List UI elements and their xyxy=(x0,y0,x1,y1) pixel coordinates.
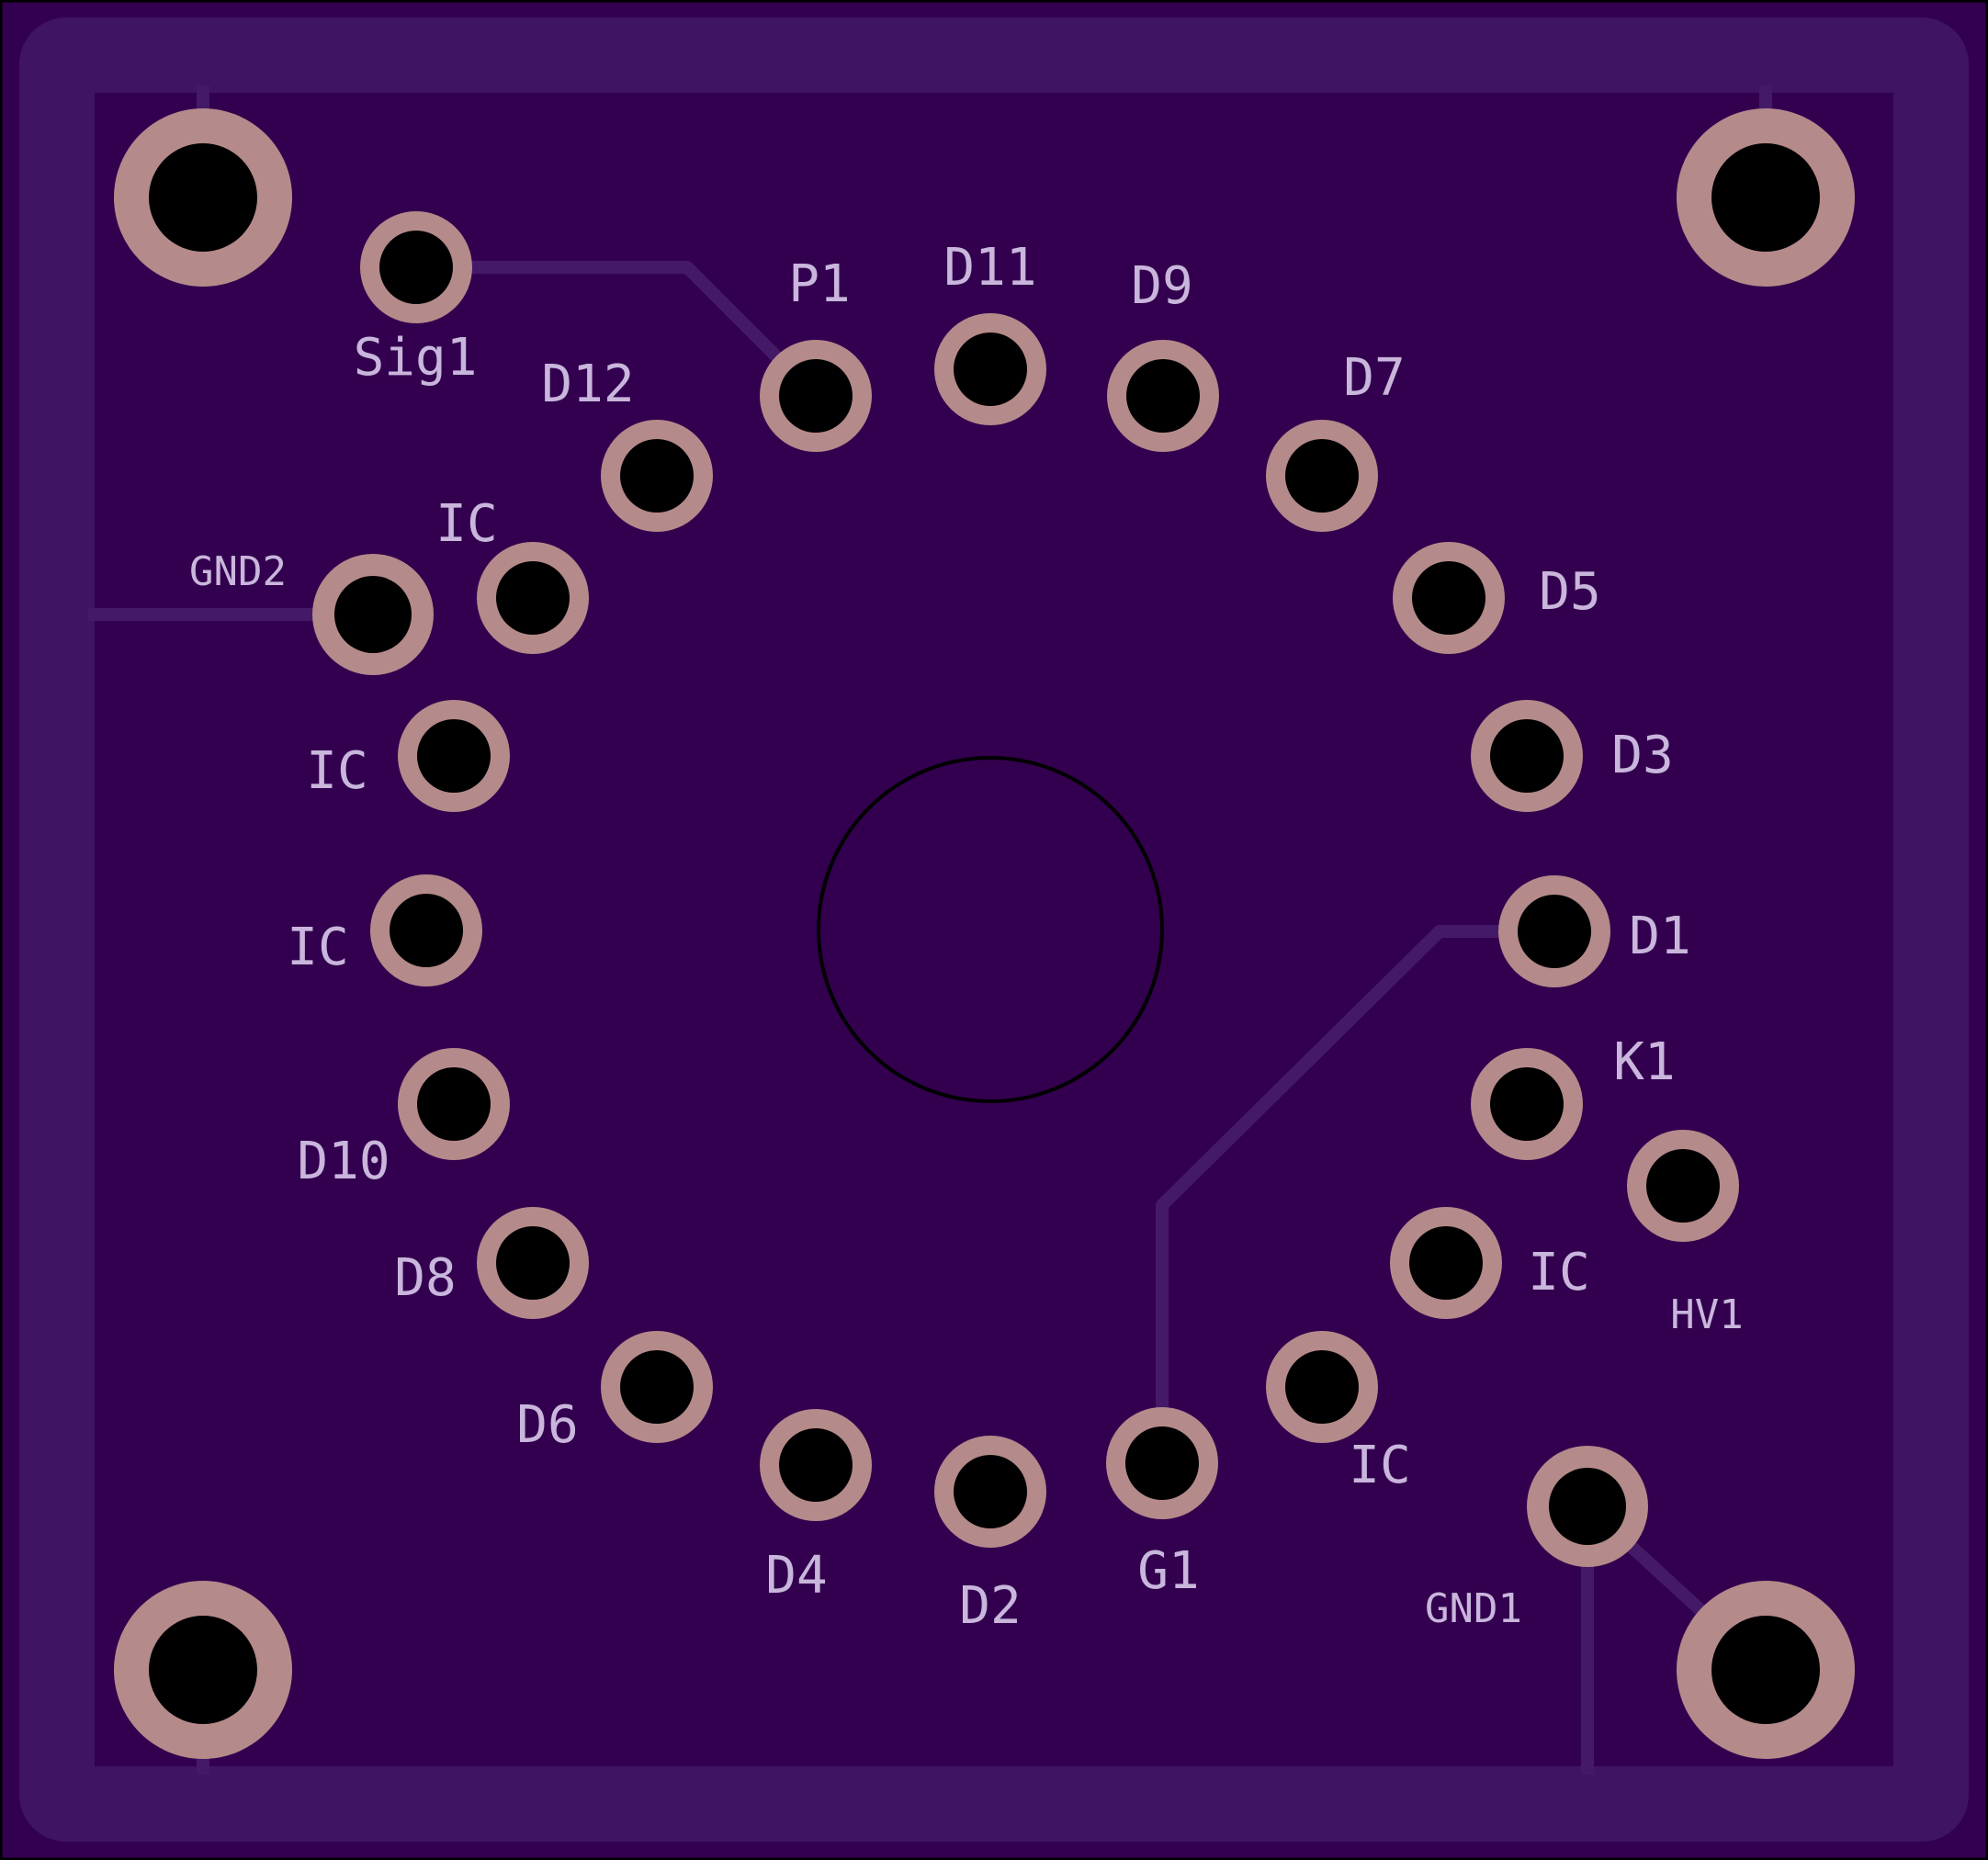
mounting-hole-bottom-right xyxy=(1677,1581,1855,1759)
pad-ic-1 xyxy=(477,542,589,654)
label-d8: D8 xyxy=(394,1248,456,1308)
label-d12: D12 xyxy=(541,355,634,414)
pads xyxy=(312,211,1739,1567)
label-ic-5: IC xyxy=(1349,1436,1410,1495)
pad-k1 xyxy=(1471,1048,1583,1160)
pad-drill xyxy=(620,1350,694,1424)
pad-drill xyxy=(1285,1350,1359,1424)
pad-drill xyxy=(390,894,463,967)
pad-ic-3 xyxy=(370,874,482,986)
label-d7: D7 xyxy=(1343,348,1405,408)
label-ic-3: IC xyxy=(287,918,348,977)
pad-d12 xyxy=(601,420,713,532)
pad-drill xyxy=(779,1428,853,1502)
label-d10: D10 xyxy=(297,1132,390,1191)
pad-gnd1 xyxy=(1527,1446,1648,1567)
label-d3: D3 xyxy=(1611,726,1673,785)
pad-drill xyxy=(1412,561,1485,635)
pad-drill xyxy=(954,333,1027,406)
pad-d7 xyxy=(1266,420,1378,532)
pad-d6 xyxy=(601,1331,713,1443)
mounting-hole-bottom-left xyxy=(114,1581,292,1759)
mounting-hole-top-left xyxy=(114,108,292,287)
pad-drill xyxy=(1125,1426,1199,1500)
center-cutout xyxy=(817,756,1164,1103)
label-hv1: HV1 xyxy=(1670,1291,1743,1338)
trace-sig1-p1 xyxy=(410,261,825,405)
pad-drill xyxy=(1409,1226,1483,1300)
label-d1: D1 xyxy=(1629,907,1690,966)
label-k1: K1 xyxy=(1613,1032,1675,1092)
label-ic-4: IC xyxy=(1528,1243,1589,1302)
pad-d5 xyxy=(1393,542,1505,654)
pad-drill xyxy=(1126,359,1200,433)
pad-drill xyxy=(620,439,694,513)
pad-drill xyxy=(417,719,491,793)
pad-d2 xyxy=(934,1436,1046,1548)
pad-d4 xyxy=(760,1409,872,1521)
label-g1: G1 xyxy=(1137,1541,1199,1601)
pad-drill xyxy=(1490,719,1564,793)
label-d2: D2 xyxy=(959,1576,1021,1636)
pad-d3 xyxy=(1471,700,1583,812)
trace-d1-g1 xyxy=(1156,925,1561,1470)
pad-drill xyxy=(1490,1067,1564,1141)
pad-d10 xyxy=(398,1048,510,1160)
pad-drill xyxy=(779,359,853,433)
pad-d8 xyxy=(477,1207,589,1319)
label-gnd1: GND1 xyxy=(1425,1585,1522,1632)
pad-g1 xyxy=(1106,1407,1218,1519)
label-d5: D5 xyxy=(1539,562,1600,622)
label-d11: D11 xyxy=(943,238,1036,298)
pad-d1 xyxy=(1498,875,1610,987)
label-d4: D4 xyxy=(765,1546,827,1606)
silkscreen-labels: Sig1 P1 D11 D9 D7 D12 IC GND2 D5 IC D3 I… xyxy=(189,238,1744,1636)
pad-drill xyxy=(334,576,412,653)
label-p1: P1 xyxy=(788,254,850,314)
pad-p1 xyxy=(760,340,872,452)
pad-drill xyxy=(954,1455,1027,1528)
pad-ic-5 xyxy=(1266,1331,1378,1443)
label-d9: D9 xyxy=(1131,256,1192,316)
pad-d11 xyxy=(934,313,1046,425)
label-gnd2: GND2 xyxy=(189,548,287,595)
pad-drill xyxy=(496,561,570,635)
pad-gnd2 xyxy=(312,554,434,675)
pad-drill xyxy=(1549,1468,1626,1545)
pad-ic-4 xyxy=(1390,1207,1502,1319)
label-ic-1: IC xyxy=(435,494,497,554)
mounting-hole-top-right xyxy=(1677,108,1855,287)
pad-d9 xyxy=(1107,340,1219,452)
pad-hv1 xyxy=(1627,1130,1739,1242)
pad-sig1 xyxy=(360,211,472,323)
pad-ic-2 xyxy=(398,700,510,812)
pad-drill xyxy=(1518,895,1591,968)
pad-drill xyxy=(379,231,453,304)
label-sig1: Sig1 xyxy=(354,328,478,388)
pad-drill xyxy=(1646,1149,1720,1223)
ground-pour-border xyxy=(19,17,1969,1842)
mounting-holes xyxy=(114,108,1855,1759)
label-ic-2: IC xyxy=(306,741,367,801)
pad-drill xyxy=(417,1067,491,1141)
pad-drill xyxy=(496,1226,570,1300)
label-d6: D6 xyxy=(516,1395,578,1455)
pad-drill xyxy=(1285,439,1359,513)
